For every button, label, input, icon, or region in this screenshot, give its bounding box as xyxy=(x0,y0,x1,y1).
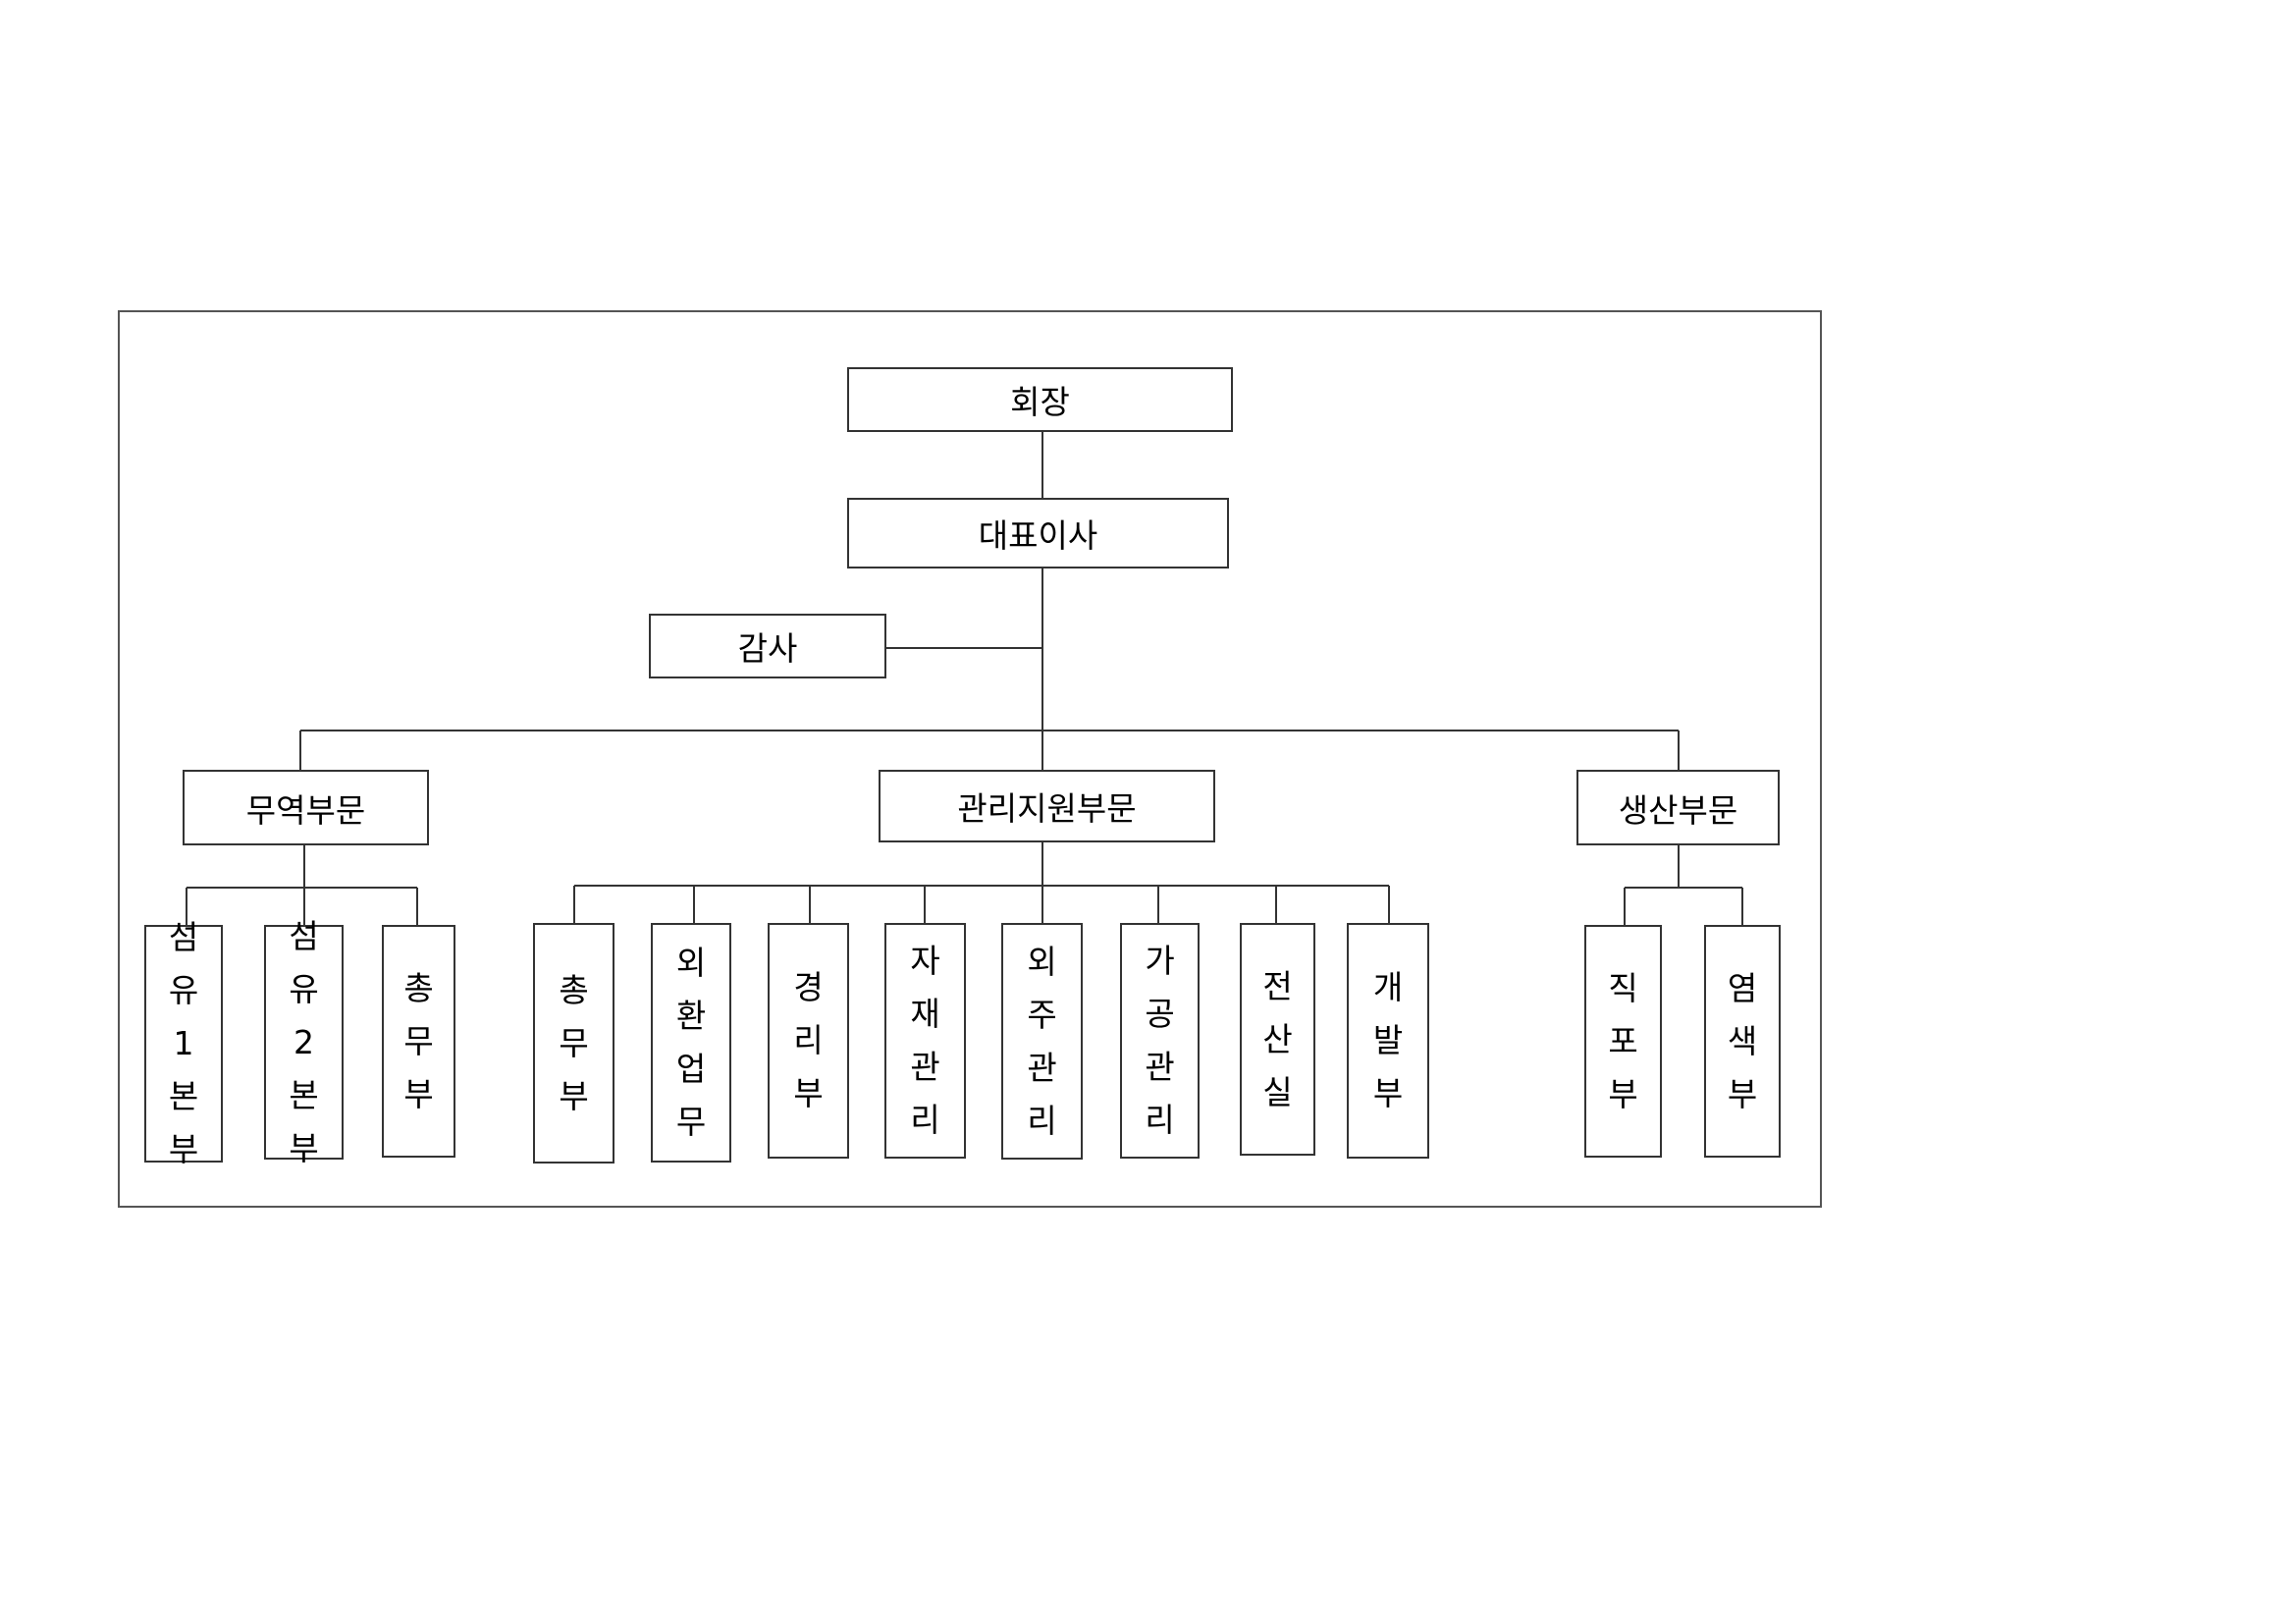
node-label-char: 관 xyxy=(1145,1048,1175,1086)
node-label-char: 색 xyxy=(1727,1021,1758,1060)
node-chairman: 회장 xyxy=(847,367,1233,432)
node-label: 생산부문 xyxy=(1618,790,1738,830)
node-label-char: 관 xyxy=(910,1048,940,1086)
node-label-char: 부 xyxy=(403,1074,434,1113)
node-label-char: 공 xyxy=(1145,995,1175,1033)
node-label-char: 부 xyxy=(1608,1074,1638,1113)
node-label-char: 리 xyxy=(910,1101,940,1139)
node-label-char: 리 xyxy=(1027,1101,1057,1140)
node-production-division: 생산부문 xyxy=(1576,770,1780,845)
node-label-char: 경 xyxy=(793,968,824,1006)
node-label-char: 부 xyxy=(168,1130,199,1168)
node-label-char: 리 xyxy=(793,1021,824,1059)
node-admin-division: 관리지원부문 xyxy=(879,770,1215,842)
node-label-char: 총 xyxy=(403,968,434,1007)
node-label-char: 부 xyxy=(793,1074,824,1112)
node-label-char: 2 xyxy=(294,1022,314,1061)
node-label-char: 포 xyxy=(1608,1021,1638,1060)
node-label-char: 발 xyxy=(1372,1021,1404,1059)
node-label-char: 섬 xyxy=(168,918,199,956)
node-label-char: 산 xyxy=(1262,1019,1293,1058)
node-label: 감사 xyxy=(737,629,798,668)
node-label-char: 무 xyxy=(559,1023,589,1062)
node-label: 무역부문 xyxy=(245,790,366,830)
node-label-char: 주 xyxy=(1027,995,1057,1034)
node-label-char: 본 xyxy=(168,1077,199,1115)
node-label-char: 직 xyxy=(1608,968,1638,1007)
node-label-char: 실 xyxy=(1262,1072,1293,1111)
node-label-char: 자 xyxy=(910,942,940,980)
node-label-char: 외 xyxy=(1027,942,1057,981)
node-label: 대표이사 xyxy=(978,516,1098,555)
node-ceo: 대표이사 xyxy=(847,498,1229,568)
org-chart-frame xyxy=(118,310,1822,1208)
node-label-char: 부 xyxy=(1727,1074,1758,1113)
node-label-char: 총 xyxy=(559,970,589,1009)
node-label-char: 유 xyxy=(289,969,319,1008)
node-label-char: 전 xyxy=(1262,966,1293,1005)
node-label-char: 관 xyxy=(1027,1048,1057,1087)
node-label-char: 외 xyxy=(675,944,707,982)
node-label-char: 본 xyxy=(289,1075,319,1114)
node-label-char: 섬 xyxy=(289,916,319,955)
node-trade-division: 무역부문 xyxy=(183,770,429,845)
node-label-char: 무 xyxy=(403,1021,434,1060)
node-label-char: 업 xyxy=(675,1050,707,1088)
node-label-char: 가 xyxy=(1145,942,1175,980)
node-label: 관리지원부문 xyxy=(957,789,1137,828)
node-label-char: 염 xyxy=(1727,968,1758,1007)
node-label-char: 리 xyxy=(1145,1101,1175,1139)
node-label-char: 부 xyxy=(289,1128,319,1167)
node-label-char: 개 xyxy=(1372,968,1404,1006)
node-label-char: 유 xyxy=(168,971,199,1009)
node-label: 회장 xyxy=(1010,383,1070,421)
node-auditor: 감사 xyxy=(649,614,886,678)
node-label-char: 1 xyxy=(173,1024,194,1062)
node-label-char: 환 xyxy=(675,997,707,1035)
node-label-char: 부 xyxy=(1372,1074,1404,1112)
node-label-char: 재 xyxy=(910,995,940,1033)
node-label-char: 부 xyxy=(559,1076,589,1115)
node-label-char: 무 xyxy=(675,1103,707,1141)
